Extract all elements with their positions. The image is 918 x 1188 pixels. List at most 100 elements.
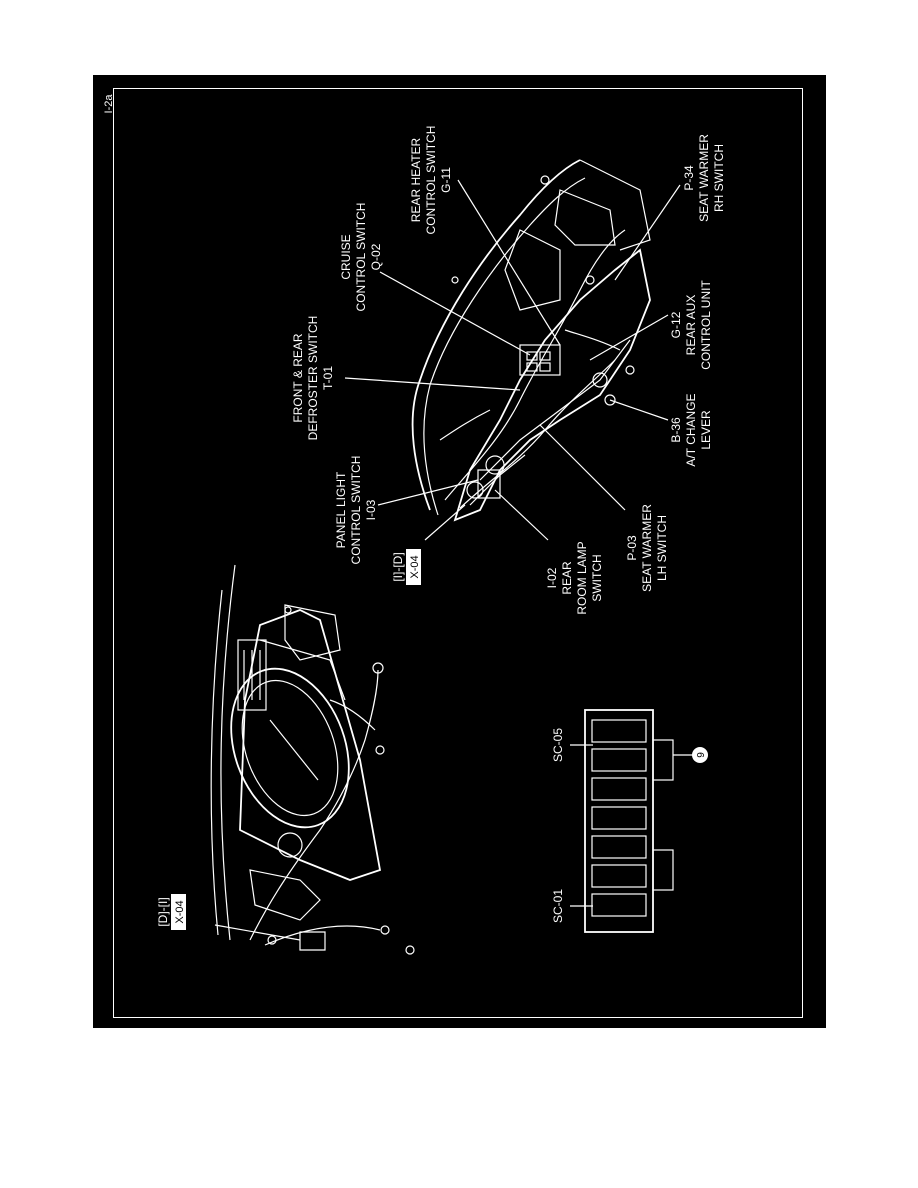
sc01-text: SC-01 (551, 889, 565, 923)
ip-harness-main (249, 669, 379, 941)
leader-defroster (344, 377, 521, 391)
label-sc01: SC-01 (551, 889, 565, 923)
ip-connector-5 (267, 935, 277, 945)
lower-panel (249, 869, 321, 921)
windshield-curve-1 (220, 564, 236, 941)
harness-branch-2 (564, 329, 621, 351)
connector-left-tag: X-04 (174, 900, 186, 923)
ip-connector-2 (375, 745, 385, 755)
callout-panel-light: PANEL LIGHT CONTROL SWITCH I-03 (334, 456, 378, 565)
cavity-1 (591, 719, 647, 743)
connector-right-tag: X-04 (409, 555, 421, 578)
at-lever-code: B-36 (669, 417, 683, 443)
ip-connector-6 (284, 606, 292, 614)
cavity-5 (591, 835, 647, 859)
ip-connector-3 (380, 925, 390, 935)
junction-box (299, 931, 326, 951)
windshield-curve-2 (210, 589, 223, 936)
callout-defroster: FRONT & REAR DEFROSTER SWITCH T-01 (291, 316, 335, 441)
cavity-2 (591, 748, 647, 772)
mount-tab-top (652, 739, 674, 781)
rear-heater-line1: REAR HEATER (409, 137, 423, 222)
callout-rear-heater: REAR HEATER CONTROL SWITCH G-11 (409, 126, 453, 235)
connector-dot-1 (625, 365, 635, 375)
console-leaders (344, 179, 681, 541)
diagram-frame (113, 88, 803, 1018)
connector-block (570, 709, 698, 933)
panel-switch-block (477, 469, 501, 499)
seat-warmer-rh-line1: SEAT WARMER (697, 134, 711, 222)
connector-block-housing (584, 709, 654, 933)
leader-room-lamp (494, 489, 549, 541)
vent-knob-2 (466, 481, 484, 499)
connector-left-ref: [D]-[I] (156, 897, 170, 926)
center-bin (504, 229, 561, 311)
panel-light-line1: PANEL LIGHT (334, 471, 348, 548)
seat-warmer-lh-line1: SEAT WARMER (640, 504, 654, 592)
callout-at-lever: B-36 A/T CHANGE LEVER (669, 393, 713, 466)
connector-dot-4 (540, 175, 550, 185)
switch-d (539, 362, 551, 372)
connector-left-tag-box (171, 894, 186, 930)
connector-dot-3 (451, 276, 459, 284)
ip-connector-4 (405, 945, 415, 955)
switch-a (526, 351, 538, 361)
ignition-switch (277, 832, 303, 858)
rear-heater-line2: CONTROL SWITCH (424, 126, 438, 235)
leader-at-lever (609, 399, 669, 421)
steering-wheel-outer (230, 667, 350, 829)
vent-knob-1 (485, 455, 505, 475)
ip-connector-1 (372, 662, 384, 674)
circle-badge-bg (692, 747, 708, 763)
room-lamp-line1: REAR (560, 561, 574, 595)
defroster-line2: DEFROSTER SWITCH (306, 316, 320, 441)
rear-aux-code: G-12 (669, 311, 683, 338)
switch-b (539, 351, 551, 361)
dash-ridge (259, 639, 346, 701)
cruise-line2: CONTROL SWITCH (354, 203, 368, 312)
callout-seat-warmer-rh: P-34 SEAT WARMER RH SWITCH (682, 134, 726, 222)
console-ridge (479, 339, 631, 481)
room-lamp-line2: ROOM LAMP (575, 541, 589, 614)
harness-branch-1 (439, 409, 491, 441)
dash-outline (239, 609, 382, 881)
panel-light-line2: CONTROL SWITCH (349, 456, 363, 565)
connector-id-left: [D]-[I] X-04 (156, 894, 186, 930)
leader-rear-heater (457, 179, 561, 346)
lever-base (592, 372, 608, 388)
at-lever-line2: LEVER (699, 410, 713, 450)
seat-warmer-rh-line2: RH SWITCH (712, 144, 726, 212)
callout-seat-warmer-lh: P-03 SEAT WARMER LH SWITCH (625, 504, 669, 592)
leader-cruise (379, 271, 531, 356)
harness-main (444, 229, 626, 501)
instrument-panel-illustration (210, 564, 415, 955)
defroster-code: T-01 (321, 366, 335, 390)
connector-id-right: [I]-[D] X-04 (391, 549, 421, 585)
page-code: I-2a (103, 94, 115, 114)
switch-cluster (519, 344, 561, 376)
label-sc05: SC-05 (551, 728, 565, 762)
rear-aux-line1: REAR AUX (684, 295, 698, 356)
ip-harness-lower (264, 925, 381, 946)
cruise-code: Q-02 (369, 243, 383, 270)
leader-rear-aux (589, 314, 669, 361)
dash-right-edge (579, 159, 651, 251)
room-lamp-line3: SWITCH (590, 554, 604, 601)
seat-warmer-rh-code: P-34 (682, 165, 696, 191)
console-body (453, 248, 651, 522)
callout-rear-aux: G-12 REAR AUX CONTROL UNIT (669, 280, 713, 370)
seat-warmer-lh-code: P-03 (625, 535, 639, 561)
leader-seat-warmer-lh (539, 424, 626, 511)
connector-cavities (591, 719, 647, 917)
rear-aux-line2: CONTROL UNIT (699, 280, 713, 370)
callout-cruise: CRUISE CONTROL SWITCH Q-02 (339, 203, 383, 312)
cruise-line1: CRUISE (339, 234, 353, 279)
console-illustration (411, 159, 651, 522)
cavity-4 (591, 806, 647, 830)
defroster-line1: FRONT & REAR (291, 333, 305, 422)
dash-inner-curve (423, 177, 586, 516)
at-lever-line1: A/T CHANGE (684, 393, 698, 466)
rear-heater-code: G-11 (439, 167, 453, 193)
cavity-7 (591, 893, 647, 917)
